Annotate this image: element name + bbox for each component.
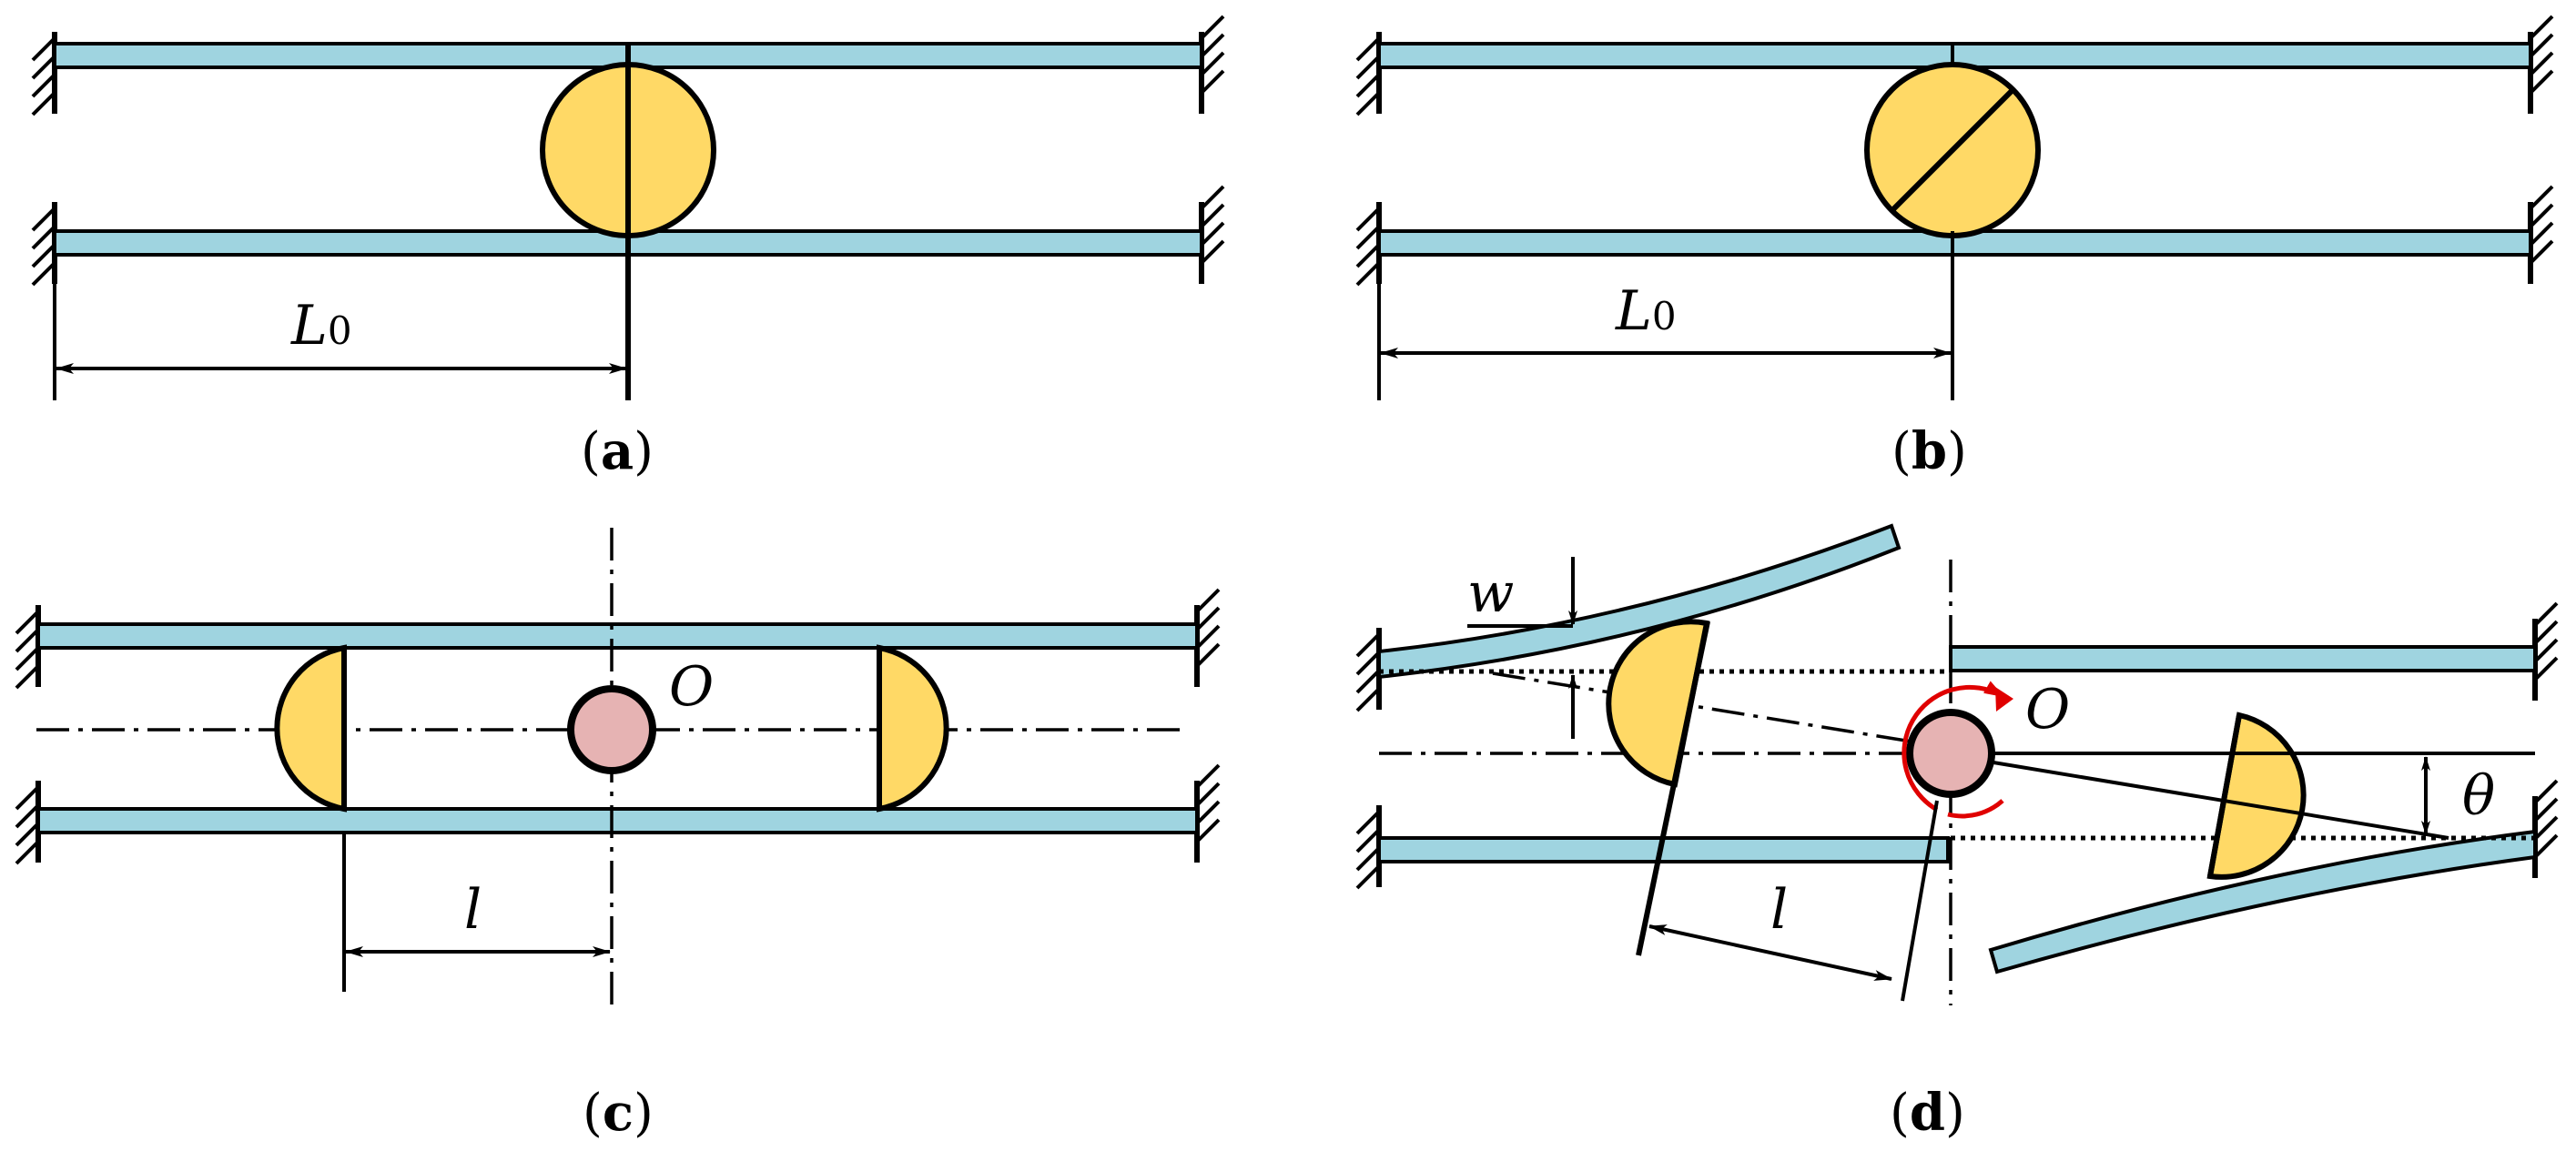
wall-left-top-c	[15, 605, 41, 690]
rotation-arrow-icon	[1902, 681, 2004, 813]
dimension-label-a: L0	[290, 294, 352, 358]
rotation-arrowhead-icon	[1995, 687, 2013, 712]
panel-b: L0 (b)	[1355, 15, 2554, 481]
beam-bottom-right-deflected-d	[1988, 829, 2537, 974]
rotation-arrow-tail-d	[1947, 799, 2004, 819]
caption-a: (a)	[581, 421, 654, 481]
wall-right-top-d	[2532, 601, 2559, 701]
wall-right-bottom-c	[1194, 763, 1221, 863]
wall-left-top-a	[31, 32, 57, 116]
pivot-pin-d	[1906, 709, 1995, 798]
wall-left-bottom-c	[15, 781, 41, 865]
half-roller-right-flat-d	[2207, 714, 2242, 877]
wall-left-bottom-b	[1355, 202, 1382, 287]
wall-right-top-c	[1194, 588, 1221, 687]
dimension-arrow-d	[1648, 924, 1892, 981]
center-label-d: O	[2025, 678, 2070, 742]
dimension-label-c: l	[464, 878, 482, 942]
caption-b: (b)	[1891, 421, 1967, 481]
half-roller-left-flat-d	[1636, 621, 1710, 956]
dimension-label-b: L0	[1615, 279, 1677, 343]
panel-c: O l (c)	[15, 528, 1221, 1143]
extension-line-tilted-right-d	[1901, 800, 1939, 1002]
pivot-pin-c	[567, 685, 656, 774]
half-roller-left-c	[274, 644, 347, 813]
panel-d: θ O w l (d)	[1355, 523, 2559, 1143]
wall-left-bottom-d	[1355, 805, 1382, 890]
beam-bottom-c	[36, 807, 1199, 834]
angle-label-d: θ	[2462, 764, 2495, 828]
wall-left-top-b	[1355, 32, 1382, 116]
wall-right-bottom-b	[2528, 185, 2554, 284]
center-label-c: O	[669, 655, 714, 719]
wall-right-bottom-d	[2532, 779, 2559, 878]
wall-right-top-b	[2528, 15, 2554, 114]
half-roller-right-c	[877, 644, 949, 813]
centerline-tilted-d	[1492, 671, 1912, 743]
caption-d: (d)	[1890, 1083, 1965, 1143]
deflection-label-d: w	[1467, 561, 1514, 625]
dimension-label-d: l	[1770, 878, 1788, 942]
beam-top-c	[36, 622, 1199, 650]
roller-split-line-b	[1889, 86, 2016, 214]
wall-left-top-d	[1355, 628, 1382, 712]
tilted-reference-line-d	[1993, 761, 2449, 840]
wall-right-top-a	[1199, 15, 1225, 114]
panel-a: L0 (a)	[31, 15, 1225, 481]
wall-left-bottom-a	[31, 202, 57, 287]
beam-top-right-d	[1949, 645, 2537, 672]
wall-right-bottom-a	[1199, 185, 1225, 284]
caption-c: (c)	[583, 1083, 654, 1143]
